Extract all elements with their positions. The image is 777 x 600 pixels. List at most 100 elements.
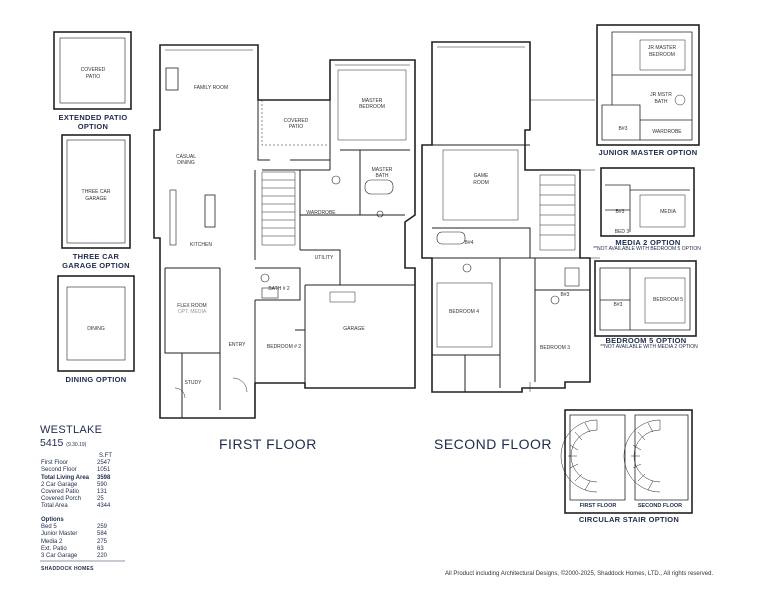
circular-stair-caption: CIRCULAR STAIR OPTION (578, 515, 680, 524)
option-value: 275 (97, 538, 108, 545)
model-number-value: 5415 (40, 437, 64, 449)
jr-bath-label-2: BATH (655, 99, 668, 105)
options-header: Options (41, 517, 64, 523)
game-room-label-1: GAME (474, 173, 489, 179)
flex-room-label: FLEX ROOM (177, 303, 206, 309)
sqft-row: Covered Patio 131 (41, 489, 117, 496)
sqft-label: Total Living Area (41, 474, 90, 481)
sqft-label: Total Area (41, 503, 68, 510)
master-bedroom-label-2: BEDROOM (359, 104, 385, 110)
first-floor-title: FIRST FLOOR (219, 436, 317, 452)
jr-wardrobe-label: WARDROBE (652, 129, 682, 135)
bedroom-5-label: BEDROOM 5 (653, 297, 683, 303)
casual-dining-label-2: DINING (177, 160, 195, 166)
jr-master-label-1: JR MASTER (648, 45, 677, 51)
master-bath-label-1: MASTER (372, 167, 393, 173)
copyright-footer: All Product including Architectural Desi… (445, 571, 714, 577)
sqft-value: 590 (97, 481, 108, 488)
covered-patio-label-2: PATIO (289, 124, 303, 130)
sqft-label: Covered Patio (41, 489, 80, 496)
circular-stair-outline (564, 409, 693, 514)
option-label: Media 2 (41, 538, 63, 545)
sqft-row: First Floor 2547 (41, 460, 117, 467)
sqft-label: First Floor (41, 460, 68, 467)
option-value: 220 (97, 553, 108, 560)
bedroom-5-outline (594, 260, 697, 337)
bath-4-label: B#4 (465, 240, 474, 246)
three-car-garage-caption: THREE CAR GARAGE OPTION (52, 252, 140, 270)
kitchen-label: KITCHEN (190, 242, 212, 248)
family-room-label: FAMILY ROOM (194, 85, 228, 91)
junior-master-outline (596, 24, 700, 146)
casual-dining-label-1: CASUAL (176, 154, 196, 160)
sqft-value: 1051 (97, 467, 111, 474)
master-bath-label-2: BATH (376, 173, 389, 179)
option-label: Junior Master (41, 531, 78, 538)
extended-patio-caption: EXTENDED PATIO OPTION (52, 113, 134, 131)
opt-dining-label: DINING (87, 326, 105, 332)
dining-option-outline (57, 275, 135, 372)
media-b3-label: B#3 (616, 209, 625, 215)
media-bed3-label: BED 3 (615, 229, 630, 235)
opt-garage-label-2: GARAGE (85, 196, 107, 202)
bedroom-5-note: **NOT AVAILABLE WITH MEDIA 2 OPTION (600, 344, 698, 350)
extended-patio-caption-line-2: OPTION (77, 122, 109, 131)
opt-patio-label-1: COVERED (81, 67, 106, 73)
option-value: 259 (97, 524, 108, 531)
jr-bath-label-1: JR MSTR (650, 92, 672, 98)
sqft-value: 3598 (97, 474, 111, 481)
bath-2-label: BATH # 2 (268, 286, 290, 292)
flex-room-option-label: OPT. MEDIA (178, 309, 207, 315)
option-label: 3 Car Garage (41, 553, 78, 560)
dining-option-caption: DINING OPTION (65, 375, 127, 384)
option-label: Bed 5 (41, 524, 57, 531)
sqft-row: Total Living Area 3598 (41, 475, 117, 482)
game-room-label-2: ROOM (473, 180, 489, 186)
brand-name: SHADDOCK HOMES (41, 566, 94, 572)
media-2-outline (600, 167, 695, 237)
second-floor-title: SECOND FLOOR (434, 436, 553, 452)
jr-master-label-2: BEDROOM (649, 52, 675, 58)
media-label: MEDIA (660, 209, 677, 215)
sqft-row: Second Floor 1051 (41, 467, 117, 474)
circ-stair-second-label: SECOND FLOOR (637, 503, 683, 509)
option-row: Bed 5 259 (41, 524, 117, 531)
master-bedroom-label-1: MASTER (362, 98, 383, 104)
utility-label: UTILITY (315, 255, 334, 261)
extended-patio-caption-line-1: EXTENDED PATIO (58, 113, 128, 122)
bedroom-5-caption: BEDROOM 5 OPTION (605, 336, 687, 345)
model-date: (9.30.19) (66, 442, 87, 448)
model-name: WESTLAKE (40, 424, 103, 436)
sqft-label: Second Floor (41, 467, 77, 474)
first-floor-walls (153, 44, 416, 419)
media-2-caption: MEDIA 2 OPTION (615, 238, 681, 247)
option-row: Ext. Patio 63 (41, 546, 117, 553)
opt-garage-label-1: THREE CAR (82, 189, 111, 195)
three-car-garage-caption-line-1: THREE CAR (72, 252, 120, 261)
option-row: 3 Car Garage 220 (41, 553, 117, 560)
bedroom-4-label: BEDROOM 4 (449, 309, 479, 315)
second-floor-walls (421, 41, 591, 393)
study-label: STUDY (185, 380, 203, 386)
sqft-value: 131 (97, 489, 108, 496)
entry-label: ENTRY (229, 342, 247, 348)
media-2-note: **NOT AVAILABLE WITH BEDROOM 5 OPTION (593, 246, 701, 252)
option-value: 63 (97, 545, 104, 552)
bedroom-3-label: BEDROOM 3 (540, 345, 570, 351)
extended-patio-outline (53, 31, 132, 110)
bath-3-label: B#3 (561, 292, 570, 298)
sqft-label: 2 Car Garage (41, 481, 78, 488)
sqft-value: 4344 (97, 503, 111, 510)
option-label: Ext. Patio (41, 545, 67, 552)
sqft-header: S.FT (99, 453, 112, 459)
wardrobe-label: WARDROBE (306, 210, 336, 216)
sqft-value: 2547 (97, 460, 111, 467)
sqft-label: Covered Porch (41, 496, 82, 503)
three-car-garage-caption-line-2: GARAGE OPTION (62, 261, 130, 270)
garage-label: GARAGE (343, 326, 365, 332)
